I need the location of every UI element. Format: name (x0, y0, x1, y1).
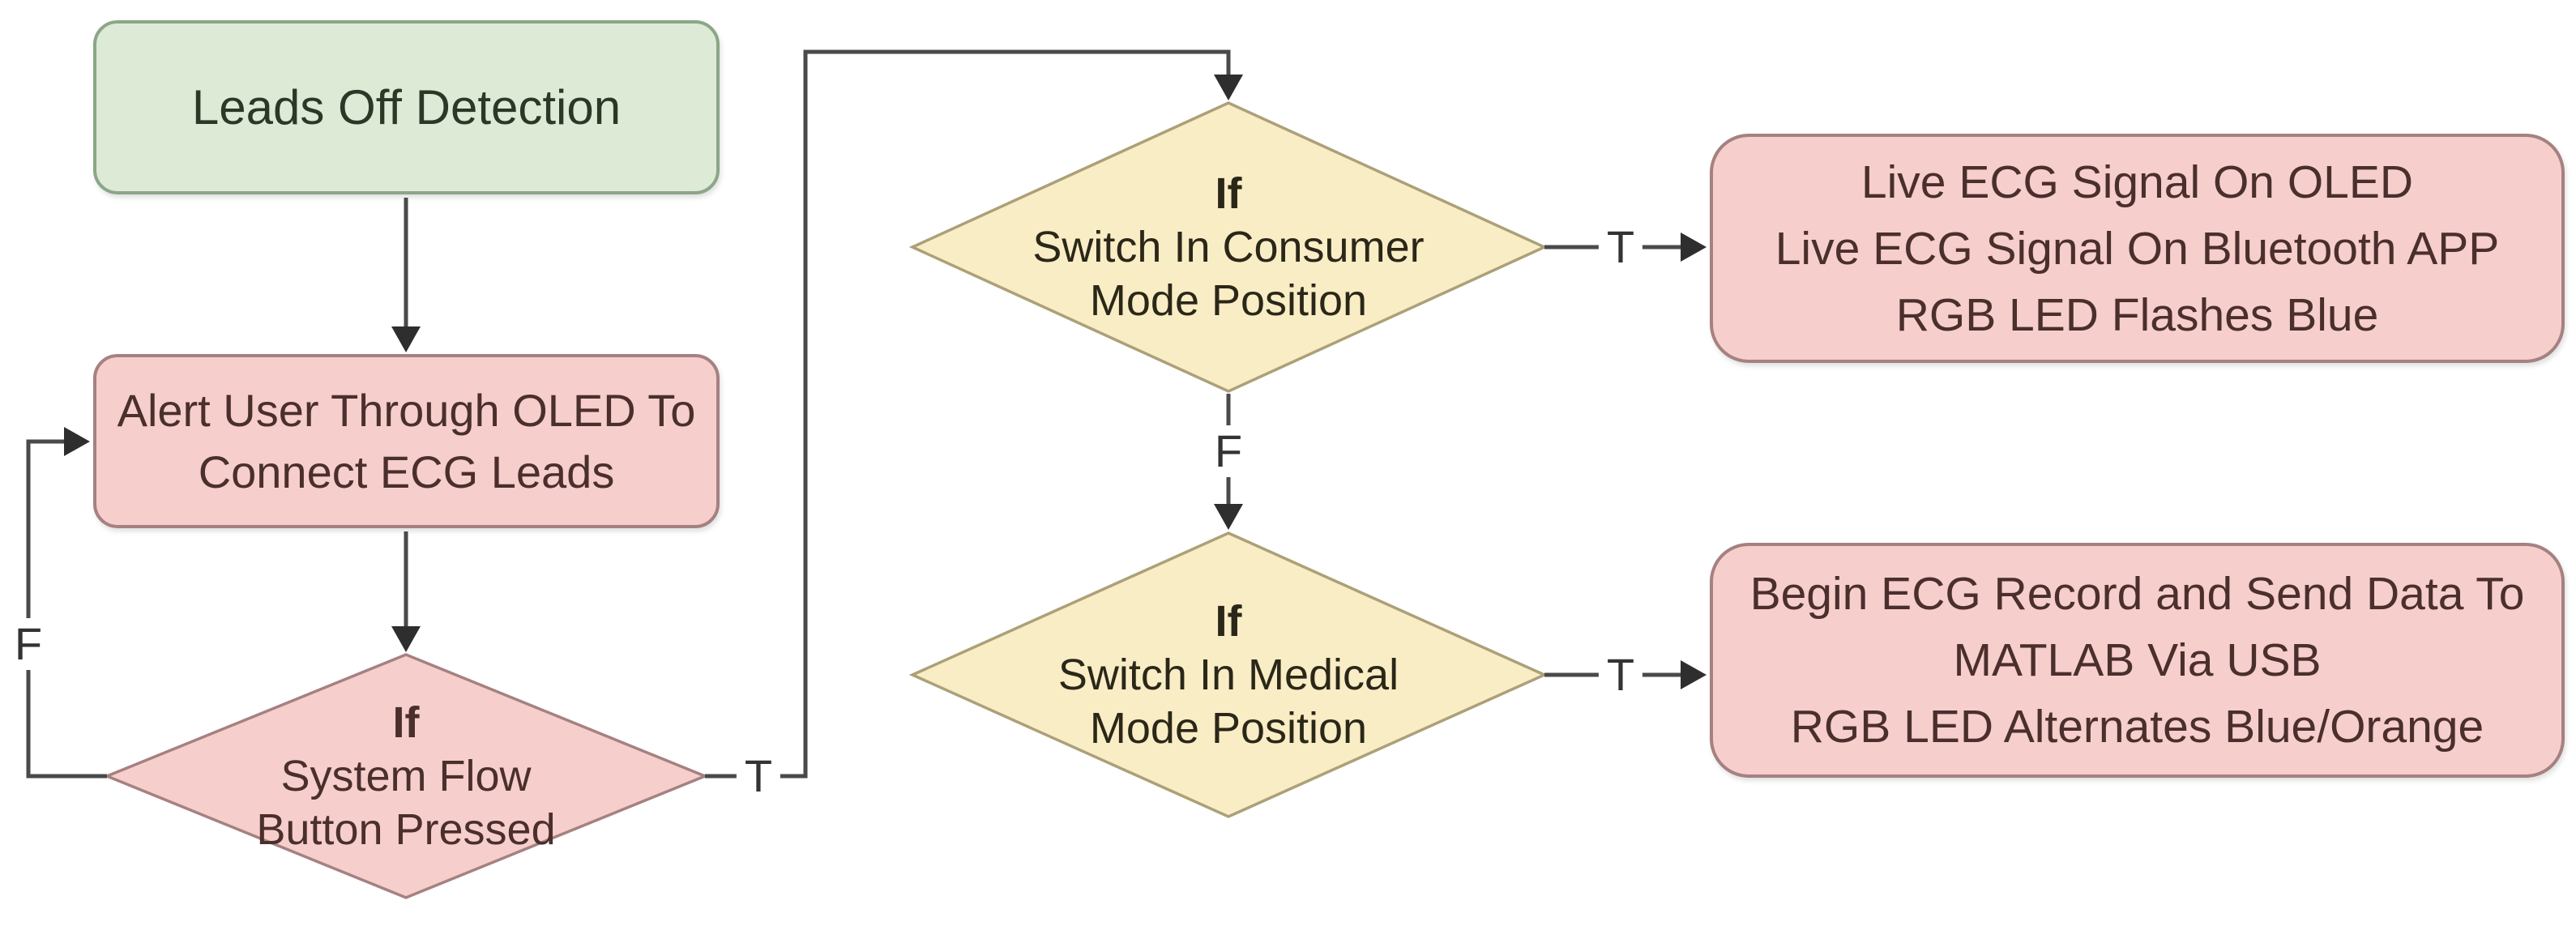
arrowhead-alert-to-systemflow (391, 626, 421, 652)
node-consumer-output-line3: RGB LED Flashes Blue (1895, 288, 2379, 341)
edge-label-true-system-flow: T (736, 750, 781, 802)
node-medical-output-line3: RGB LED Alternates Blue/Orange (1790, 701, 2484, 753)
node-consumer-output-line2: Live ECG Signal On Bluetooth APP (1775, 222, 2500, 275)
decision-system-flow-line2: Button Pressed (256, 805, 556, 854)
node-consumer-output-line1: Live ECG Signal On OLED (1860, 156, 2414, 208)
decision-consumer-mode-keyword: If (1215, 169, 1242, 218)
decision-medical-mode-text: If Switch In Medical Mode Position (1058, 595, 1399, 755)
node-medical-output-line2: MATLAB Via USB (1953, 634, 2322, 686)
arrowhead-leadsoff-to-alert (391, 326, 421, 352)
decision-medical-mode-line2: Mode Position (1089, 704, 1368, 753)
node-medical-output-line1: Begin ECG Record and Send Data To (1749, 568, 2525, 620)
edge-label-false-consumer: F (1206, 425, 1251, 477)
arrowhead-systemflow-false-loop (64, 427, 90, 456)
arrowhead-systemflow-true (1214, 75, 1243, 100)
node-consumer-output: Live ECG Signal On OLED Live ECG Signal … (1710, 134, 2565, 363)
decision-medical-mode-keyword: If (1215, 597, 1242, 646)
decision-consumer-mode-line1: Switch In Consumer (1032, 223, 1425, 271)
arrowhead-consumer-true (1681, 233, 1707, 262)
decision-medical-mode-line1: Switch In Medical (1057, 651, 1399, 699)
edge-label-true-medical: T (1598, 649, 1643, 701)
node-leads-off-detection: Leads Off Detection (93, 20, 720, 194)
node-alert-user-line2: Connect ECG Leads (198, 446, 615, 497)
node-alert-user-line1: Alert User Through OLED To (117, 384, 696, 436)
decision-system-flow-line1: System Flow (280, 752, 532, 800)
decision-system-flow-keyword: If (392, 698, 420, 747)
arrowhead-medical-true (1681, 660, 1707, 689)
node-medical-output: Begin ECG Record and Send Data To MATLAB… (1710, 543, 2565, 778)
decision-consumer-mode-text: If Switch In Consumer Mode Position (1032, 167, 1424, 327)
arrowhead-consumer-false (1214, 504, 1243, 530)
decision-consumer-mode-line2: Mode Position (1089, 276, 1368, 325)
decision-consumer-mode-shape (908, 101, 1549, 393)
node-alert-user: Alert User Through OLED To Connect ECG L… (93, 354, 720, 528)
edge-label-false-system-flow: F (6, 618, 51, 670)
connector-systemflow-false-loop (26, 439, 107, 779)
node-leads-off-detection-label: Leads Off Detection (191, 79, 622, 134)
decision-medical-mode-shape (908, 531, 1549, 818)
edge-label-true-consumer: T (1598, 221, 1643, 273)
decision-system-flow-shape (103, 653, 709, 899)
decision-system-flow-text: If System Flow Button Pressed (256, 696, 555, 856)
